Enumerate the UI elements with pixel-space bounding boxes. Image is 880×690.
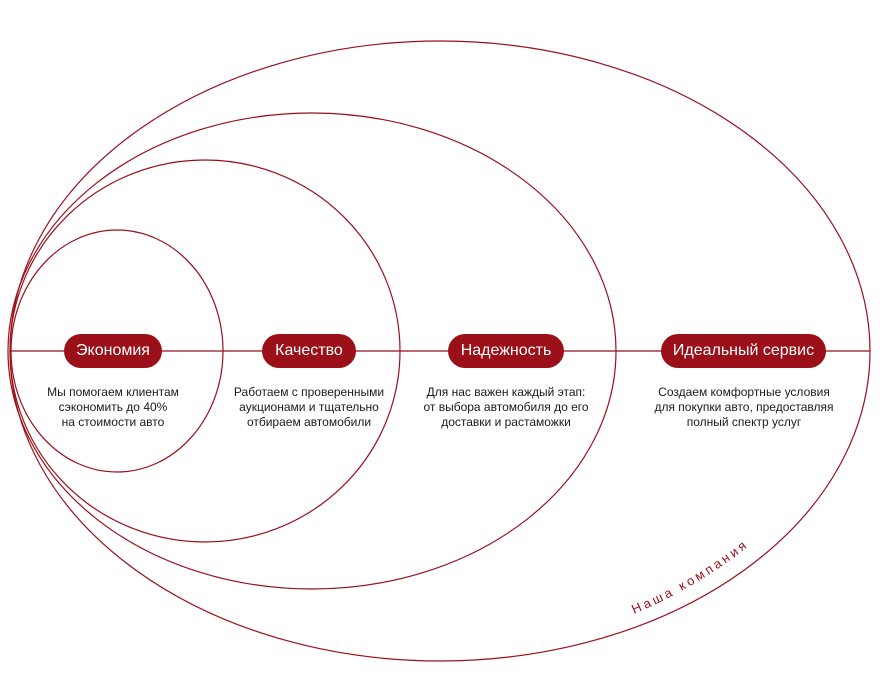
description-line: Работаем с проверенными [233,385,385,399]
description-line: для покупки авто, предоставляя [654,400,834,414]
level-description-quality: Работаем с проверенными аукционами и тща… [224,385,394,430]
level-label-reliability: Надежность [448,334,564,368]
level-label-quality-text: Качество [275,342,343,359]
level-label-ideal-service-text: Идеальный сервис [672,342,815,359]
level-description-ideal-service: Создаем комфортные условия для покупки а… [643,385,845,430]
level-label-economy: Экономия [64,334,162,368]
description-line: Мы помогаем клиентам [47,385,179,399]
description-line: доставки и растаможки [441,415,571,429]
description-line: на стоимости авто [61,415,165,429]
level-label-economy-text: Экономия [76,342,150,359]
description-line: Для нас важен каждый этап: [426,385,586,399]
outer-ring-caption-text: Наша компания [629,536,748,617]
description-line: полный спектр услуг [686,415,802,429]
level-label-ideal-service: Идеальный сервис [661,334,826,368]
level-description-reliability: Для нас важен каждый этап: от выбора авт… [416,385,596,430]
description-line: аукционами и тщательно [239,400,379,414]
level-description-economy: Мы помогаем клиентам сэкономить до 40% н… [37,385,189,430]
outer-ring-caption: Наша компания [629,536,751,617]
level-label-reliability-text: Надежность [460,342,552,359]
description-line: отбираем автомобили [246,415,372,429]
description-line: Создаем комфортные условия [658,385,830,399]
level-label-quality: Качество [262,334,356,368]
description-line: от выбора автомобиля до его [423,400,589,414]
description-line: сэкономить до 40% [58,400,168,414]
